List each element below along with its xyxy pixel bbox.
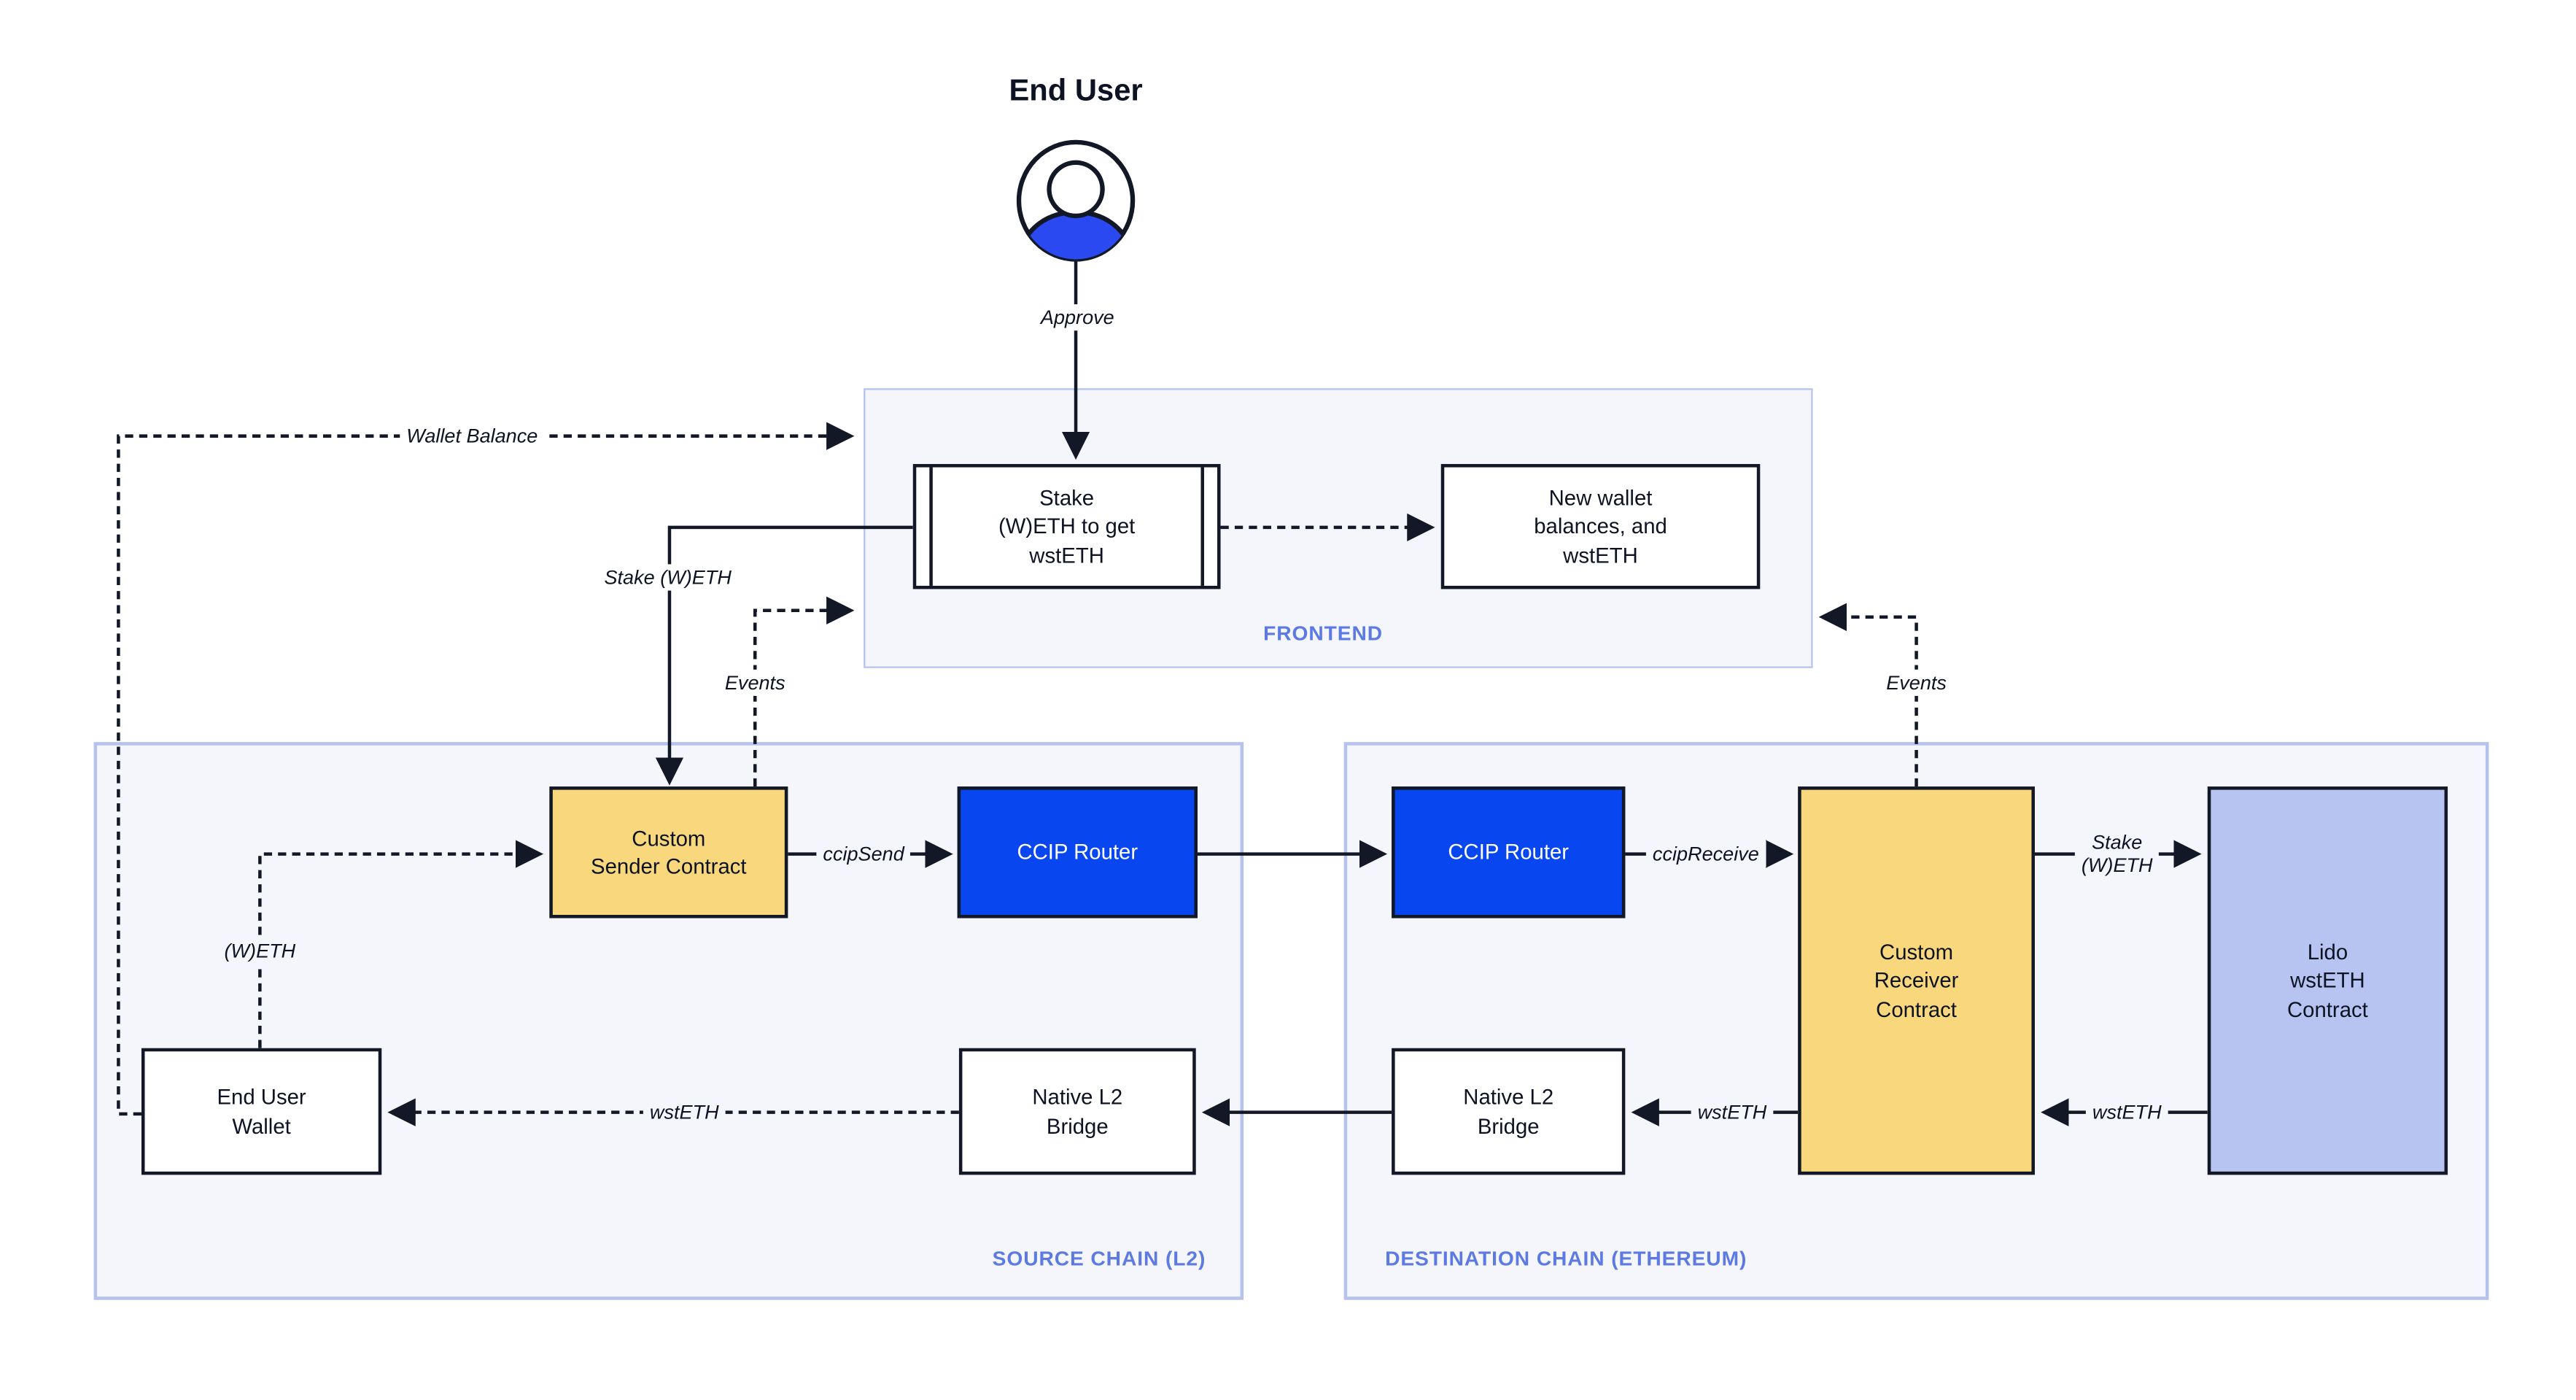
events-right-arrow: [1818, 603, 1918, 787]
native-l2-bridge-destination-label: Native L2 Bridge: [1463, 1085, 1554, 1138]
ccipreceive-label: ccipReceive: [1645, 840, 1766, 867]
wallet-balance-label: Wallet Balance: [400, 422, 545, 449]
wsteth-to-wallet-label: wstETH: [643, 1099, 726, 1126]
native-l2-bridge-source-node: Native L2 Bridge: [958, 1048, 1196, 1175]
events-right-label: Events: [1879, 669, 1953, 697]
end-user-wallet-label: End User Wallet: [217, 1085, 306, 1138]
events-left-label: Events: [718, 669, 792, 697]
wsteth-lido-to-receiver-label: wstETH: [2085, 1099, 2168, 1126]
stake-box: Stake (W)ETH to get wstETH: [912, 464, 1221, 589]
stake-weth-arrow: [655, 525, 913, 786]
stake-weth-dest-label: Stake (W)ETH: [2074, 829, 2160, 879]
custom-sender-contract-node: Custom Sender Contract: [549, 786, 788, 918]
stake-box-label: Stake (W)ETH to get wstETH: [998, 486, 1136, 567]
end-user-icon: [1016, 139, 1136, 262]
end-user-title: End User: [1009, 72, 1143, 107]
custom-sender-label: Custom Sender Contract: [591, 826, 747, 879]
frontend-label: FRONTEND: [1263, 622, 1384, 646]
stake-weth-label: Stake (W)ETH: [597, 564, 738, 591]
weth-label: (W)ETH: [217, 937, 303, 964]
ccip-router-source-label: CCIP Router: [1017, 840, 1138, 865]
events-left-arrow: [753, 596, 855, 787]
subroutine-line-right: [1200, 467, 1204, 586]
wallet-balance-arrow: [117, 422, 855, 1116]
approve-label: Approve: [1033, 304, 1121, 331]
weth-arrow: [258, 840, 544, 1048]
end-user-wallet-node: End User Wallet: [141, 1048, 382, 1175]
ccip-router-destination-label: CCIP Router: [1448, 840, 1570, 865]
custom-receiver-contract-node: Custom Receiver Contract: [1798, 786, 2035, 1175]
wsteth-receiver-to-bridge-label: wstETH: [1691, 1099, 1774, 1126]
lido-wsteth-contract-label: Lido wstETH Contract: [2286, 940, 2368, 1021]
native-l2-bridge-source-label: Native L2 Bridge: [1032, 1085, 1123, 1138]
new-wallet-box: New wallet balances, and wstETH: [1440, 464, 1761, 589]
destination-chain-label: DESTINATION CHAIN (ETHEREUM): [1385, 1247, 1747, 1271]
ccip-router-destination-node: CCIP Router: [1392, 786, 1626, 918]
source-chain-label: SOURCE CHAIN (L2): [992, 1247, 1206, 1271]
subroutine-line-left: [929, 467, 934, 586]
custom-receiver-label: Custom Receiver Contract: [1874, 940, 1959, 1021]
new-wallet-box-label: New wallet balances, and wstETH: [1534, 486, 1667, 567]
lido-wsteth-contract-node: Lido wstETH Contract: [2207, 786, 2448, 1175]
ccip-router-source-node: CCIP Router: [957, 786, 1198, 918]
native-l2-bridge-destination-node: Native L2 Bridge: [1392, 1048, 1626, 1175]
ccipsend-label: ccipSend: [816, 840, 911, 867]
